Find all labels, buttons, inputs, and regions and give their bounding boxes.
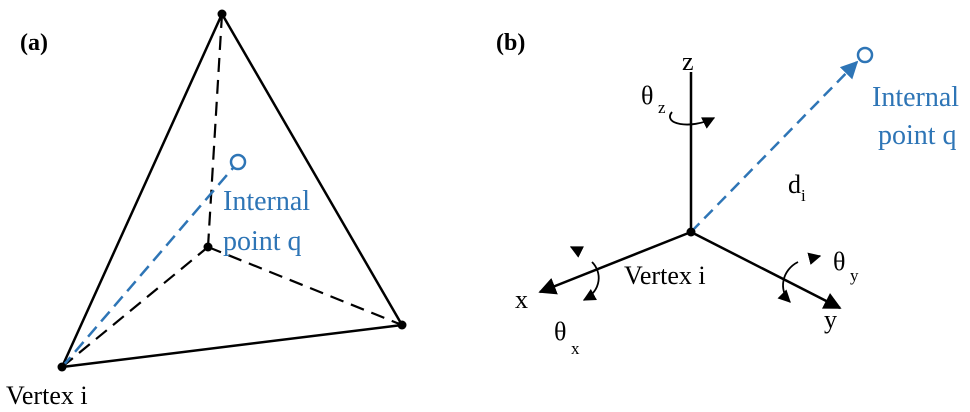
internal-point-marker-a [229, 153, 247, 171]
vertex-label-b: Vertex i [624, 261, 706, 290]
x-axis [538, 230, 692, 295]
axis-label-z: z [682, 47, 694, 76]
back-vertex-dot [203, 242, 213, 252]
edge-vertex-to-apex [60, 13, 224, 368]
edge-hidden-vertex-back [61, 246, 209, 368]
edge-hidden-apex-back [206, 13, 224, 248]
panel-b-tag: (b) [496, 30, 525, 56]
axis-label-y: y [824, 305, 837, 334]
vertex-label-a: Vertex i [6, 381, 88, 410]
vertex-i-dot-b [686, 227, 696, 237]
apex-vertex-dot [217, 9, 227, 19]
rotation-x-arrow-top [569, 246, 584, 258]
vector-to-internal-point-a [61, 167, 234, 368]
internal-point-label-line2-a: point q [223, 226, 302, 257]
edge-hidden-back-right [207, 245, 403, 327]
distance-vector-d-i [690, 60, 859, 233]
rotation-z-arrow [669, 111, 716, 129]
theta-x-subscript: x [571, 339, 580, 358]
panel-a-tag: (a) [20, 30, 48, 56]
theta-y-subscript: y [850, 266, 859, 285]
theta-y-symbol: θ [833, 247, 845, 276]
theta-z-symbol: θ [641, 81, 653, 110]
panel-b: (b) z x y θ z θ x θ y d i Internal point… [496, 30, 959, 358]
internal-point-marker-b [856, 46, 874, 64]
y-axis [690, 230, 842, 310]
internal-point-label-line1-a: Internal [223, 186, 310, 217]
rotation-y-arrow [777, 261, 799, 303]
panel-a: (a) Internal point q Vertex i [6, 9, 407, 410]
right-vertex-dot [397, 320, 407, 330]
rotation-x-arrow [582, 261, 600, 301]
vertex-i-dot-a [57, 362, 67, 372]
distance-symbol: d [788, 170, 801, 199]
theta-x-symbol: θ [554, 317, 566, 346]
edge-apex-to-right [220, 13, 404, 326]
internal-point-label-line2-b: point q [878, 120, 957, 151]
rotation-y-arrow-top [807, 252, 822, 265]
distance-subscript: i [801, 186, 806, 205]
internal-point-label-line1-b: Internal [872, 82, 959, 113]
edge-base-front [61, 323, 403, 369]
theta-z-subscript: z [658, 98, 666, 117]
axis-label-x: x [515, 285, 528, 314]
